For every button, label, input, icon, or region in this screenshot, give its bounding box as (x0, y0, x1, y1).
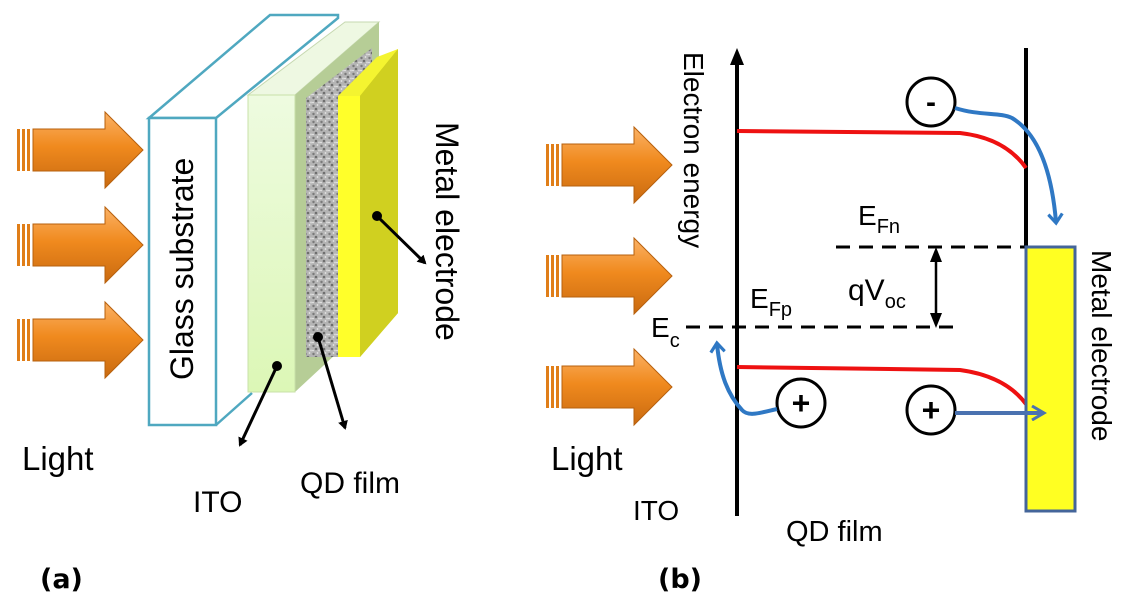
qd-film-label-b: QD film (786, 516, 883, 548)
ito-label-a: ITO (193, 486, 242, 519)
efn-label: EFn (858, 200, 900, 238)
arrow-up-icon (930, 247, 942, 262)
qd-film-label-a: QD film (300, 467, 400, 500)
hole-carrier-left: + (775, 377, 827, 429)
qvoc-label: qVoc (848, 274, 906, 313)
conduction-band-line (736, 129, 1028, 170)
metal-pointer-arrow (375, 214, 427, 265)
pointer-arrows (238, 211, 427, 447)
ito-pointer-arrow (238, 365, 279, 447)
glass-substrate (145, 13, 340, 427)
panel-a: Light Glass substrate Metal electrode (16, 13, 465, 595)
glass-substrate-label: Glass substrate (164, 158, 200, 380)
metal-electrode-layer (338, 49, 398, 357)
hole-sign-right: + (922, 392, 941, 428)
hole-carrier-right: + (905, 384, 957, 436)
arrow-down-icon (930, 313, 942, 328)
ito-label-b: ITO (633, 495, 679, 526)
light-arrow-icon (16, 301, 144, 379)
light-arrow-icon (16, 111, 144, 189)
light-arrow-icon (16, 206, 144, 284)
panel-label-b: (b) (658, 564, 702, 595)
qd-pointer-arrow (316, 336, 348, 430)
panel-b: Light Electron energy EFn EFp Ec qVoc Me… (545, 48, 1117, 595)
electron-carrier: - (905, 76, 957, 128)
light-label-b: Light (551, 440, 623, 477)
metal-electrode-block (1024, 245, 1077, 513)
panel-label-a: (a) (40, 564, 83, 595)
electron-energy-label: Electron energy (678, 52, 709, 248)
efp-label: EFp (750, 283, 792, 321)
metal-electrode-label-a: Metal electrode (429, 122, 465, 341)
light-arrow-icon (545, 348, 673, 426)
hole-path-arrow-left (717, 344, 778, 416)
metal-electrode-label-b: Metal electrode (1086, 250, 1117, 441)
hole-sign-left: + (792, 385, 811, 421)
light-arrows-a (16, 111, 144, 379)
electron-sign: - (926, 86, 936, 119)
light-arrow-icon (545, 237, 673, 315)
light-arrows-b (545, 126, 673, 426)
axis-arrow-icon (730, 48, 744, 65)
ec-label: Ec (651, 312, 680, 352)
valence-band-line (736, 365, 1028, 406)
light-arrow-icon (545, 126, 673, 204)
light-label-a: Light (22, 440, 94, 477)
electron-path-arrow (954, 106, 1056, 222)
